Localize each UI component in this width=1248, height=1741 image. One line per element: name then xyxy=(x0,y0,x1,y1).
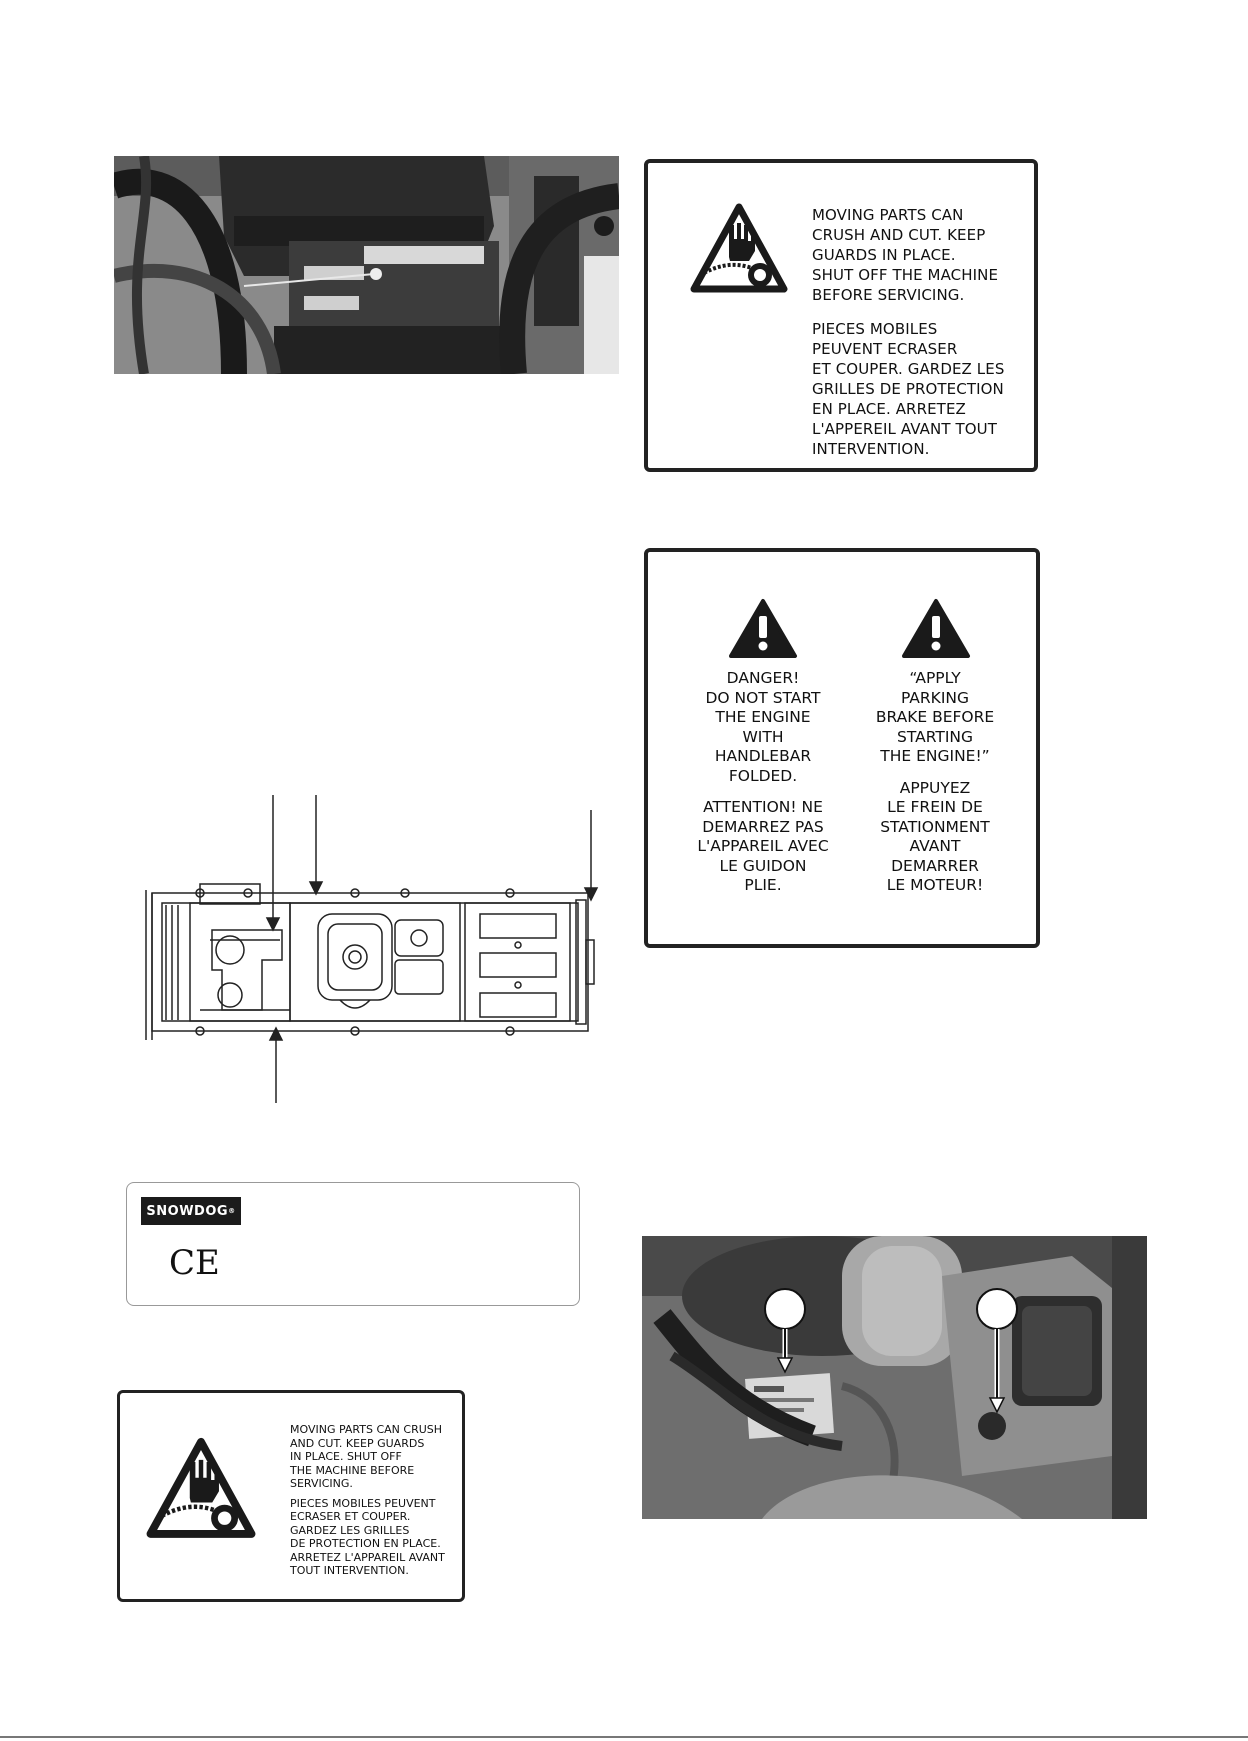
engine-controls-photo xyxy=(114,156,619,374)
text-line: TOUT INTERVENTION. xyxy=(290,1564,409,1577)
text-line: ATTENTION! NE xyxy=(703,798,823,816)
danger-handlebar-text: DANGER! DO NOT START THE ENGINE WITH HAN… xyxy=(678,669,848,896)
text-line: AND CUT. KEEP GUARDS xyxy=(290,1436,425,1450)
moving-parts-text-small: MOVING PARTS CAN CRUSH AND CUT. KEEP GUA… xyxy=(290,1423,445,1578)
danger-parking-brake-label: DANGER! DO NOT START THE ENGINE WITH HAN… xyxy=(644,548,1040,948)
text-line: STARTING xyxy=(897,727,973,746)
text-line: PIECES MOBILES xyxy=(812,320,938,338)
arrowhead xyxy=(583,887,599,902)
parking-brake-text: “APPLY PARKING BRAKE BEFORE STARTING THE… xyxy=(850,669,1020,896)
text-line: LE FREIN DE xyxy=(887,798,983,816)
text-line: SERVICING. xyxy=(290,1477,353,1490)
callout-circle-2 xyxy=(976,1288,1018,1330)
text-line: ARRETEZ L'APPAREIL AVANT xyxy=(290,1550,445,1564)
text-line: HANDLEBAR xyxy=(714,747,812,765)
text-line: SHUT OFF THE MACHINE xyxy=(812,266,999,284)
hand-crush-warning-icon xyxy=(690,203,788,293)
text-line: THE MACHINE BEFORE xyxy=(290,1463,415,1477)
arrowhead xyxy=(308,881,324,896)
text-line: THE ENGINE xyxy=(715,708,811,726)
text-line: PARKING xyxy=(900,688,970,707)
text-line: GARDEZ LES GRILLES xyxy=(290,1523,410,1537)
machine-top-view-diagram xyxy=(145,795,599,1103)
callout-circle-1 xyxy=(764,1288,806,1330)
exclamation-triangle-icon xyxy=(902,599,970,658)
brand-mark: ® xyxy=(228,1207,236,1215)
text-line: DANGER! xyxy=(726,669,800,687)
moving-parts-text-large: MOVING PARTS CAN CRUSH AND CUT. KEEP GUA… xyxy=(812,205,1004,459)
text-line: DO NOT START xyxy=(705,688,821,707)
text-line: BRAKE BEFORE xyxy=(875,708,995,726)
text-line: ET COUPER. GARDEZ LES xyxy=(812,360,1005,378)
text-line: LE GUIDON xyxy=(719,856,807,875)
page-bottom-rule xyxy=(0,1736,1248,1738)
text-line: THE ENGINE!” xyxy=(880,747,990,765)
arrowhead xyxy=(265,917,281,932)
text-line: WITH xyxy=(742,727,784,746)
text-line: MOVING PARTS CAN CRUSH xyxy=(290,1423,443,1436)
text-line: ECRASER ET COUPER. xyxy=(290,1510,411,1523)
text-line: IN PLACE. SHUT OFF xyxy=(290,1450,402,1463)
text-line: PIECES MOBILES PEUVENT xyxy=(290,1496,436,1510)
engine-label-location-photo xyxy=(642,1236,1147,1519)
text-line: BEFORE SERVICING. xyxy=(812,286,965,304)
moving-parts-warning-label-small: MOVING PARTS CAN CRUSH AND CUT. KEEP GUA… xyxy=(117,1390,465,1602)
ce-mark-icon: CE xyxy=(169,1243,220,1283)
text-line: L'APPAREIL AVEC xyxy=(697,837,829,855)
exclamation-triangle-icon xyxy=(729,599,797,658)
text-line: DEMARREZ PAS xyxy=(702,817,824,836)
text-line: AVANT xyxy=(909,837,961,855)
text-line: CRUSH AND CUT. KEEP xyxy=(812,226,986,244)
text-line: PEUVENT ECRASER xyxy=(812,340,958,358)
text-line: DEMARRER xyxy=(891,856,979,875)
text-line: PLIE. xyxy=(744,876,782,894)
hand-crush-warning-icon xyxy=(146,1437,256,1538)
text-line: INTERVENTION. xyxy=(812,440,930,458)
brand-name: SNOWDOG xyxy=(146,1203,229,1219)
moving-parts-warning-label-large: MOVING PARTS CAN CRUSH AND CUT. KEEP GUA… xyxy=(644,159,1038,472)
text-line: STATIONMENT xyxy=(880,817,990,836)
text-line: GRILLES DE PROTECTION xyxy=(812,380,1004,398)
text-line: “APPLY xyxy=(909,669,961,687)
text-line: GUARDS IN PLACE. xyxy=(812,246,956,264)
text-line: EN PLACE. ARRETEZ xyxy=(812,400,966,418)
ce-rating-plate: SNOWDOG® CE xyxy=(126,1182,580,1306)
text-line: MOVING PARTS CAN xyxy=(812,206,964,224)
text-line: L'APPEREIL AVANT TOUT xyxy=(812,420,997,438)
arrowhead xyxy=(268,1026,284,1041)
text-line: APPUYEZ xyxy=(899,778,971,797)
snowdog-logo: SNOWDOG® xyxy=(141,1197,241,1225)
text-line: LE MOTEUR! xyxy=(886,876,984,894)
text-line: FOLDED. xyxy=(728,766,798,785)
text-line: DE PROTECTION EN PLACE. xyxy=(290,1537,441,1550)
